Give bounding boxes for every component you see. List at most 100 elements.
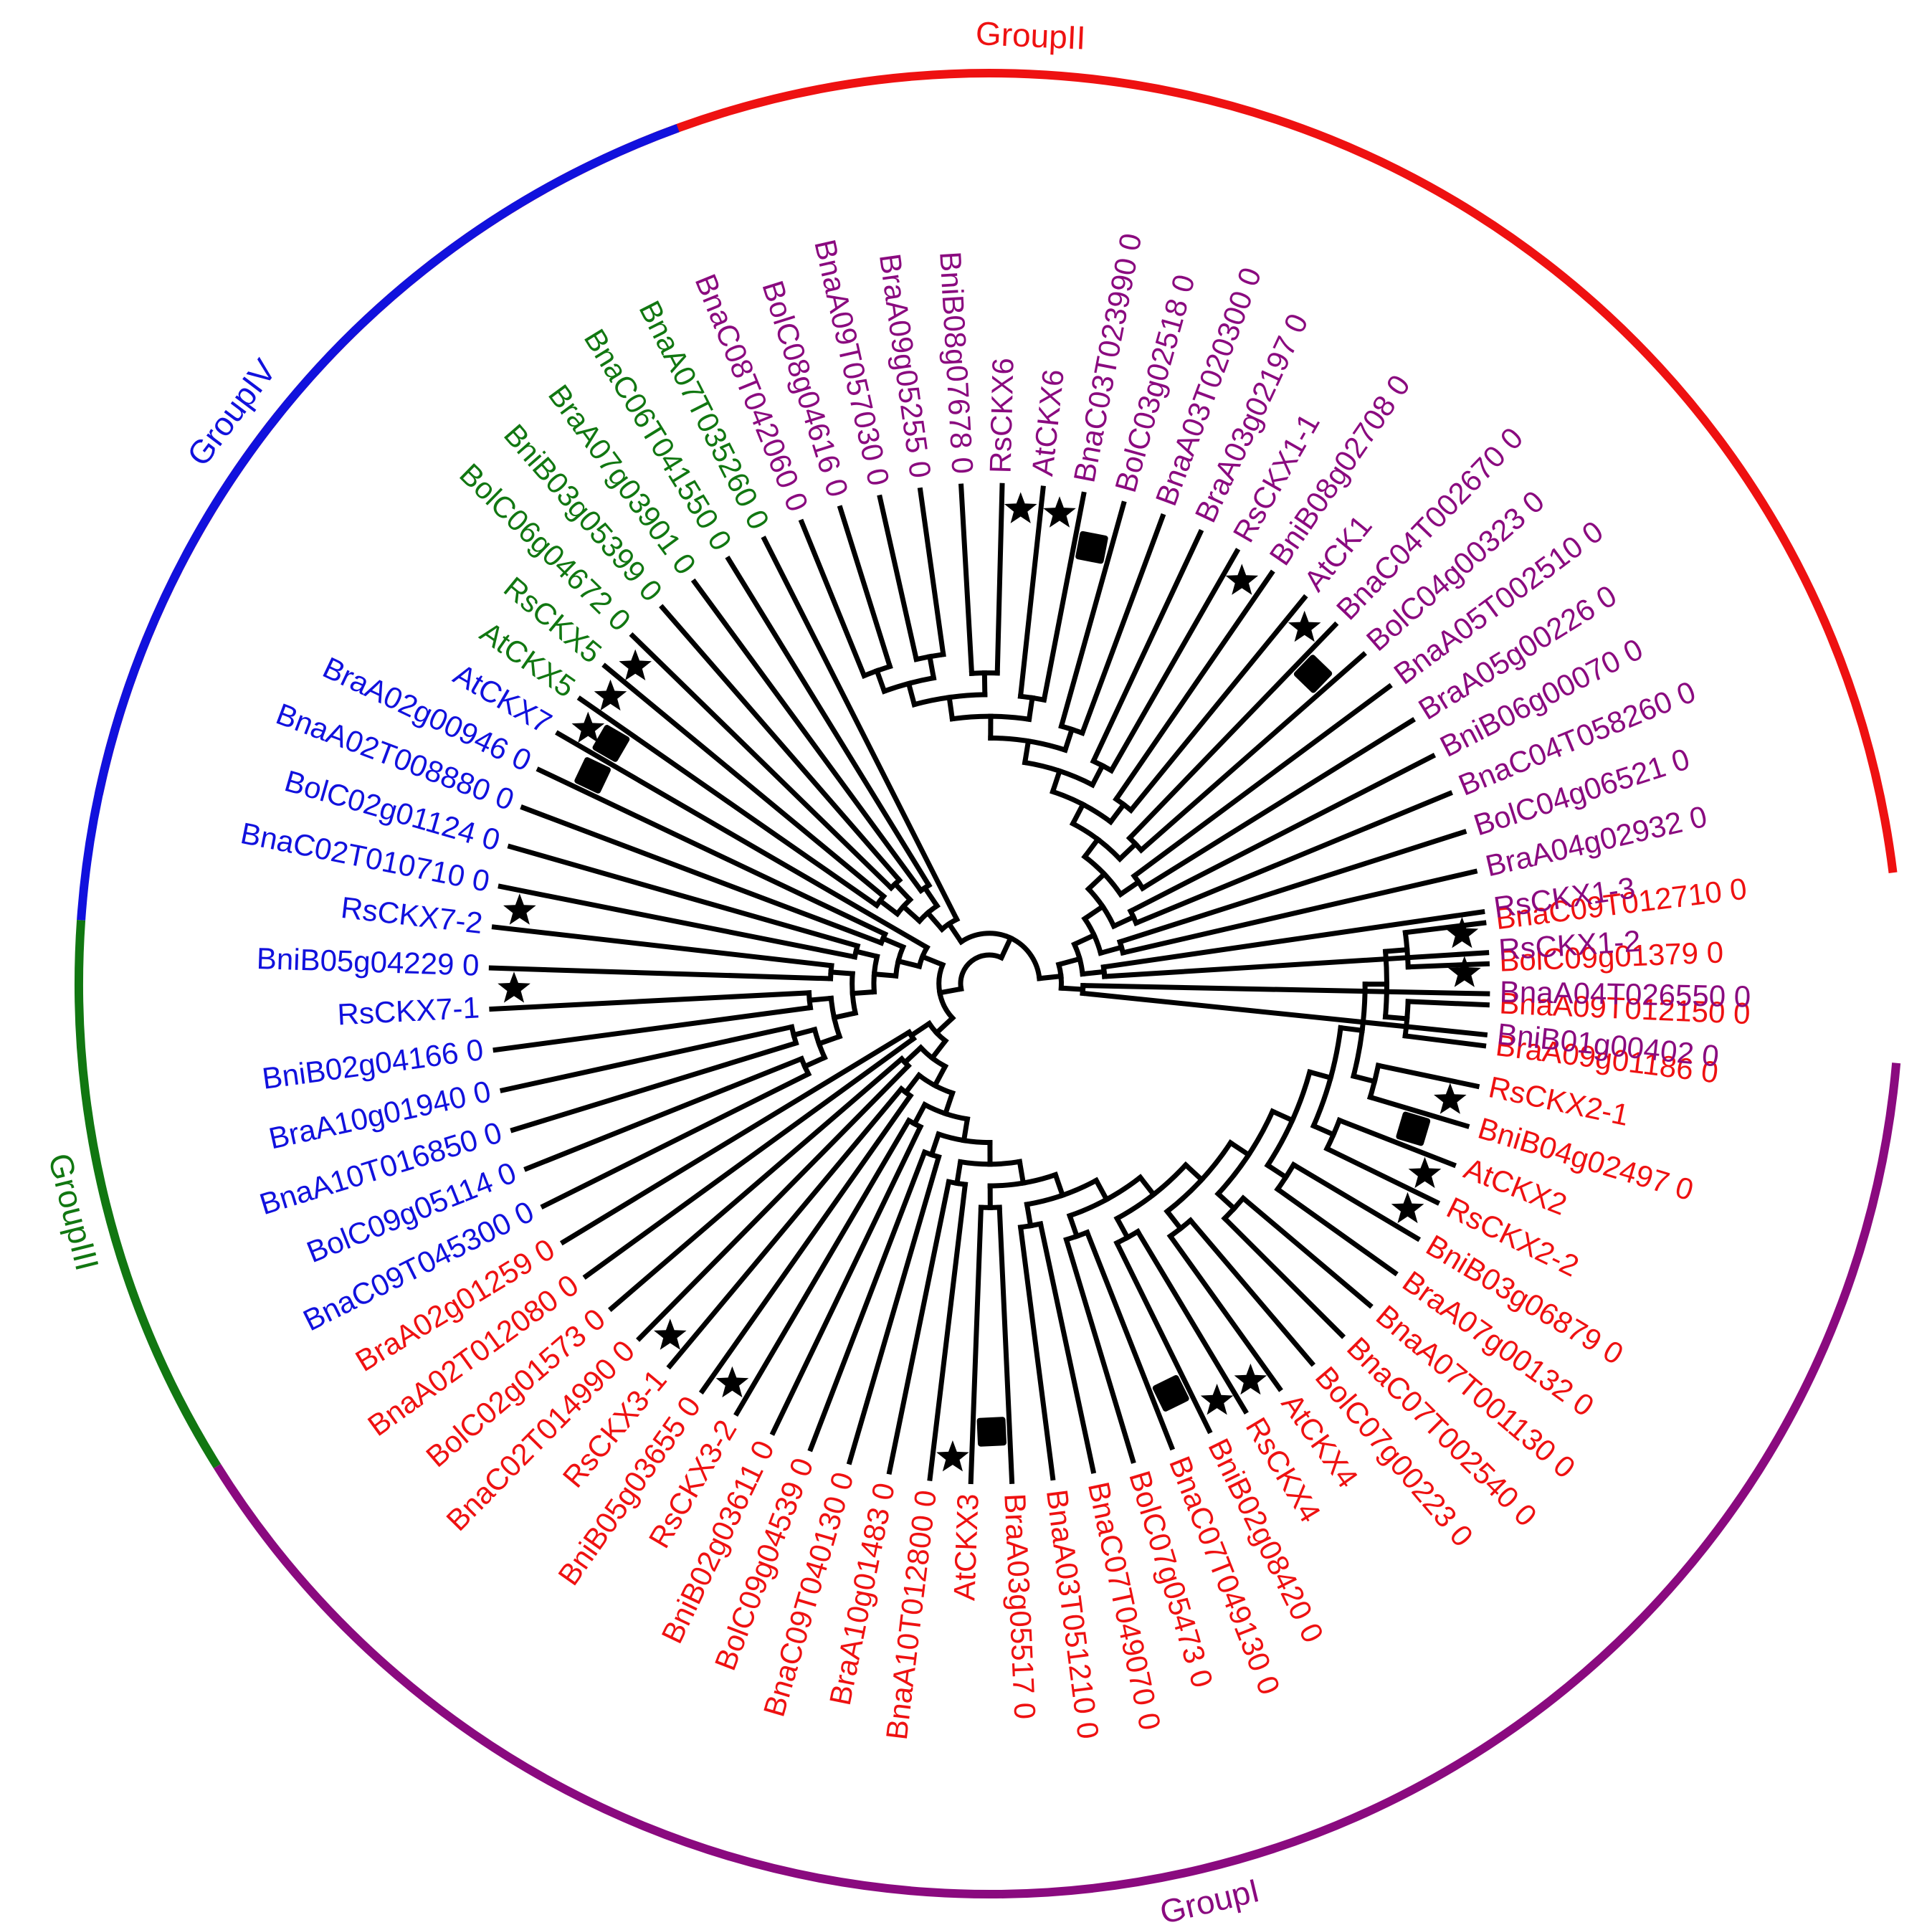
branch-69 — [1063, 1236, 1136, 1464]
branch-149 — [576, 695, 880, 909]
square-icon — [574, 757, 611, 794]
branch-158 — [725, 555, 933, 889]
branch-128 — [488, 965, 834, 981]
branch-80 — [927, 1182, 969, 1481]
branch-136 — [520, 804, 885, 946]
branch-49 — [1323, 1145, 1441, 1206]
branch-215 — [1137, 651, 1367, 854]
branch-arc-11 — [935, 1131, 993, 1146]
branch-45 — [1367, 1094, 1470, 1129]
star-icon — [1043, 496, 1076, 528]
star-icon — [1288, 610, 1321, 642]
branch-arc-19 — [1066, 1174, 1144, 1220]
branch-145 — [900, 903, 923, 925]
branch-203 — [1079, 513, 1166, 736]
branch-108 — [850, 989, 877, 997]
star-icon — [571, 711, 605, 743]
branch-arc-21 — [1113, 1161, 1189, 1222]
branch-100 — [582, 1035, 918, 1280]
branch-arc-23 — [1164, 1139, 1234, 1215]
branch-194 — [958, 483, 975, 676]
branch-62 — [1113, 1214, 1131, 1241]
branch-57 — [1221, 1214, 1346, 1339]
branch-22 — [1182, 1161, 1206, 1184]
leaf-bnaa04t026550-0: BnaA04T026550 0 — [1499, 975, 1751, 1014]
branch-37 — [1405, 961, 1490, 970]
branch-227 — [1120, 868, 1478, 956]
branch-129 — [491, 924, 834, 969]
branch-34 — [1382, 946, 1410, 954]
branch-231 — [1102, 950, 1490, 979]
star-icon — [654, 1318, 687, 1350]
branch-arc-1 — [936, 961, 956, 1022]
branch-arc-140 — [957, 931, 1042, 981]
branch-180 — [946, 694, 956, 722]
branch-53 — [1274, 1185, 1399, 1277]
branch-44 — [1375, 1062, 1480, 1090]
star-icon — [1445, 916, 1479, 949]
branch-6 — [931, 1063, 949, 1089]
branch-176 — [1022, 738, 1032, 766]
branch-arc-109 — [850, 971, 859, 1017]
star-icon — [1234, 1363, 1267, 1395]
ring-groupiv — [77, 123, 680, 921]
branch-92 — [698, 1092, 914, 1395]
branch-164 — [1071, 931, 1098, 948]
branch-arc-5 — [917, 1044, 949, 1070]
leaf-markers — [498, 492, 1481, 1472]
branch-30 — [1338, 1025, 1366, 1034]
branch-102 — [919, 953, 946, 969]
branch-132 — [498, 883, 858, 960]
group-rings — [75, 69, 1901, 1898]
branch-116 — [540, 1070, 812, 1210]
branch-114 — [801, 1054, 828, 1070]
branch-2 — [933, 1014, 956, 1037]
branch-16 — [1052, 1171, 1066, 1199]
star-icon — [594, 679, 627, 711]
branch-154 — [659, 604, 903, 884]
branch-147 — [876, 897, 901, 918]
branch-arc-25 — [1214, 1108, 1276, 1198]
branch-93 — [666, 1085, 905, 1370]
branch-24 — [1227, 1139, 1252, 1159]
branch-122 — [806, 995, 834, 1003]
branch-arc-9 — [921, 1101, 971, 1122]
branch-78 — [953, 1159, 963, 1187]
branch-68 — [1084, 1229, 1176, 1451]
star-icon — [1434, 1083, 1467, 1114]
branch-arc-107 — [871, 953, 880, 995]
branch-166 — [1081, 903, 1107, 923]
branch-228 — [1080, 969, 1108, 977]
group-label-groupii: GroupII — [975, 14, 1087, 57]
branch-172 — [1069, 801, 1087, 827]
branch-159 — [761, 536, 961, 923]
branch-141 — [946, 920, 965, 946]
branch-arc-161 — [1055, 961, 1065, 991]
star-icon — [498, 971, 530, 1003]
branch-187 — [837, 505, 893, 670]
branch-40 — [1405, 999, 1490, 1008]
star-icon — [503, 893, 536, 925]
branch-117 — [523, 1055, 805, 1172]
star-icon — [619, 649, 652, 680]
branch-199 — [1041, 491, 1087, 703]
branch-90 — [902, 1071, 923, 1096]
branch-168 — [1085, 870, 1108, 893]
branch-48 — [1336, 1117, 1457, 1169]
branch-96 — [636, 1062, 912, 1342]
square-icon — [1396, 1111, 1431, 1146]
branch-arc-27 — [1264, 1068, 1313, 1169]
branch-153 — [629, 632, 895, 892]
leaf-rsckx7-1: RsCKX7-1 — [336, 990, 480, 1031]
branch-arc-179 — [949, 713, 1032, 723]
branch-138 — [555, 730, 931, 951]
ring-groupi — [213, 1063, 1901, 1898]
branch-230 — [1100, 908, 1485, 970]
branch-66 — [1066, 1212, 1080, 1240]
branch-216 — [1117, 878, 1143, 898]
star-icon — [936, 1440, 969, 1472]
branch-42 — [1350, 1073, 1378, 1085]
branch-97 — [608, 1055, 905, 1312]
branch-arc-51 — [1274, 1161, 1298, 1193]
branch-77 — [968, 1204, 984, 1485]
